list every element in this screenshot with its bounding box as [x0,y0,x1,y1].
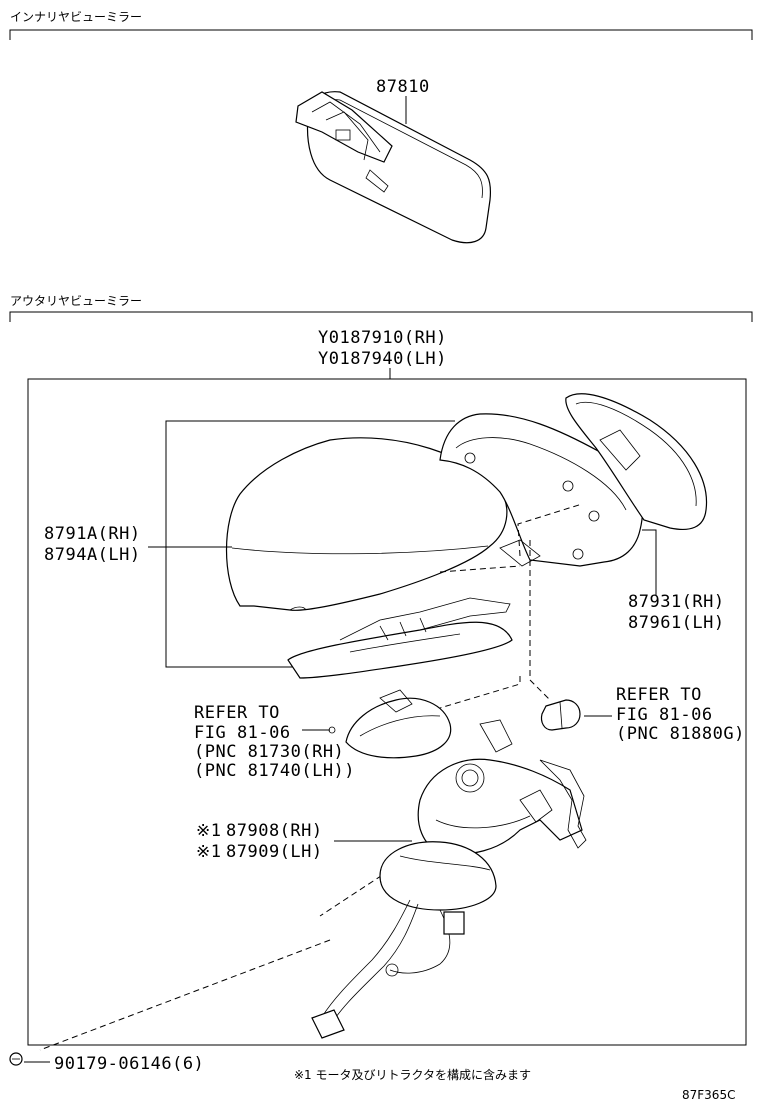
cover-rh-part-number: 8791A(RH) [44,524,141,544]
glass-lh-part-number: 87961(LH) [628,613,725,633]
screw-drawing [9,1052,23,1066]
exterior-section-bracket [9,311,753,322]
glass-leader [642,529,657,596]
turn-signal-ref-line3: (PNC 81730(RH) [194,742,344,762]
exterior-section-title: アウタリヤビューミラー [10,294,142,308]
lower-trim-drawing [287,597,513,679]
turn-signal-ref-line1: REFER TO [194,703,280,723]
bulb-drawing [540,699,581,731]
turn-signal-leader-dot [328,726,336,734]
interior-mirror-part-number: 87810 [376,77,430,97]
glass-rh-part-number: 87931(RH) [628,592,725,612]
motor-rh-part-number: 87908(RH) [226,821,323,841]
dash-line-screw [39,939,331,1051]
assembly-rh-part-number: Y0187910(RH) [318,328,447,348]
mirror-housing-drawing [439,413,644,567]
dash-line-cover [439,565,521,573]
screw-part-number: 90179-06146(6) [54,1054,204,1074]
interior-section-title: インナリヤビューミラー [10,10,142,24]
interior-mirror-drawing [295,91,492,244]
dash-line-motor [319,869,391,917]
turn-signal-ref-line4: (PNC 81740(LH)) [194,761,355,781]
bulb-ref-line1: REFER TO [616,685,702,705]
wire-harness-drawing [311,899,465,1039]
dash-line-housing [517,503,583,557]
cover-lh-part-number: 8794A(LH) [44,545,141,565]
motor-rh-mark: ※1 [196,821,221,841]
interior-section-bracket [9,29,753,40]
dash-line-turn-signal [419,676,521,715]
assembly-lh-part-number: Y0187940(LH) [318,349,447,369]
motor-base-drawing [379,841,497,911]
bulb-ref-line2: FIG 81-06 [616,705,713,725]
footnote: ※1 モータ及びリトラクタを構成に含みます [294,1067,531,1082]
turn-signal-lamp-drawing [345,689,452,759]
dash-line-bulb [529,540,551,701]
motor-lh-mark: ※1 [196,842,221,862]
bulb-ref-line3: (PNC 81880G) [616,724,745,744]
turn-signal-ref-line2: FIG 81-06 [194,723,291,743]
mirror-glass-drawing [565,393,708,531]
assembly-frame [27,378,747,1046]
cover-group-bracket [165,420,455,668]
figure-code: 87F365C [682,1088,735,1102]
motor-lh-part-number: 87909(LH) [226,842,323,862]
